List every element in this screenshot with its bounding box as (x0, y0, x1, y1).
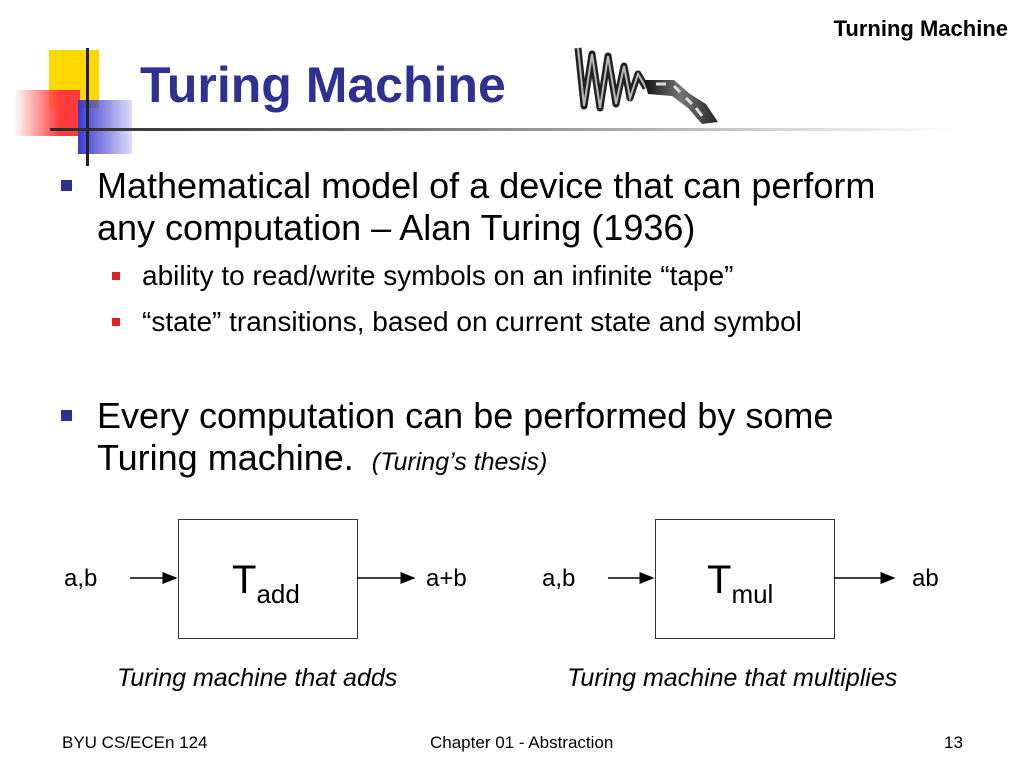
footer-page-number: 13 (944, 733, 963, 752)
bullet-2-line-1: Every computation can be performed by so… (97, 395, 834, 436)
bullet-1-line-1: Mathematical model of a device that can … (97, 165, 876, 206)
adder-symbol: T (232, 558, 257, 602)
sub-bullet-marker (112, 272, 120, 280)
sub-bullet-1-text: ability to read/write symbols on an infi… (142, 260, 734, 291)
corner-title: Turning Machine (833, 16, 1008, 41)
bullet-1-line-2: any computation – Alan Turing (1936) (97, 207, 696, 248)
decor-vertical-rule (86, 48, 89, 166)
adder-output-label: a+b (426, 565, 467, 592)
adder-machine-label: Tadd (232, 558, 300, 610)
footer-chapter: Chapter 01 - Abstraction (430, 733, 614, 752)
multiplier-machine-label: Tmul (707, 558, 773, 610)
bullet-2-line-2-text: Turing machine. (97, 437, 354, 478)
page-title: Turing Machine (140, 57, 506, 113)
multiplier-subscript: mul (731, 579, 774, 609)
multiplier-caption: Turing machine that multiplies (567, 664, 898, 692)
sub-bullet-marker (112, 318, 120, 326)
sub-bullet-2: “state” transitions, based on current st… (112, 306, 802, 338)
multiplier-machine-box (655, 519, 835, 639)
bullet-marker (61, 410, 72, 421)
bullet-2: Every computation can be performed by so… (61, 395, 834, 483)
adder-caption: Turing machine that adds (117, 664, 398, 692)
sub-bullet-2-text: “state” transitions, based on current st… (142, 306, 802, 337)
adder-machine-box (178, 519, 358, 639)
multiplier-input-label: a,b (542, 565, 576, 592)
title-underline-rule (50, 128, 955, 131)
wave-tape-logo-icon (574, 47, 718, 124)
bullet-marker (61, 180, 72, 191)
footer-course: BYU CS/ECEn 124 (62, 733, 208, 752)
multiplier-output-label: ab (912, 565, 939, 592)
adder-input-label: a,b (64, 565, 98, 592)
bullet-1: Mathematical model of a device that can … (61, 165, 876, 249)
turing-thesis-note: (Turing’s thesis) (371, 448, 548, 476)
adder-subscript: add (256, 579, 300, 609)
multiplier-symbol: T (707, 558, 732, 602)
bullet-2-line-2: Turing machine. (Turing’s thesis) (97, 437, 833, 483)
sub-bullet-1: ability to read/write symbols on an infi… (112, 260, 734, 292)
